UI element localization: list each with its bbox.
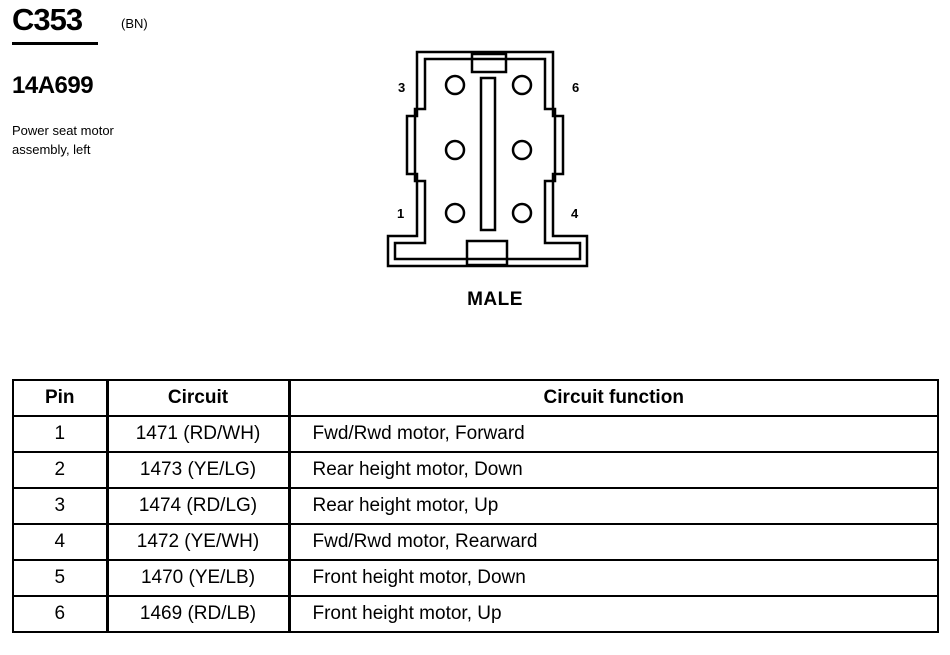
table-row: 5 1470 (YE/LB) Front height motor, Down [12,559,939,597]
pin-5-cavity [511,139,533,161]
pin-label-bottom-left: 1 [397,206,404,221]
housing-inner-outline [393,57,582,261]
circuit-cell: 1474 (RD/LG) [106,487,291,525]
description-line: Power seat motor [12,123,114,138]
connector-gender-label: MALE [467,289,523,310]
pin-label-bottom-right: 4 [571,206,579,221]
header-circuit: Circuit [106,379,291,417]
header-pin: Pin [12,379,109,417]
table-row: 3 1474 (RD/LG) Rear height motor, Up [12,487,939,525]
function-cell: Front height motor, Down [288,559,939,597]
pin-cell: 2 [12,451,109,489]
center-divider-rib [479,76,497,232]
top-key-tab [470,52,508,74]
pin-1-cavity [444,202,466,224]
table-header-row: Pin Circuit Circuit function [12,379,939,417]
connector-id-underline [12,42,98,45]
pin-cell: 4 [12,523,109,561]
connector-color: (BN) [121,16,148,31]
circuit-cell: 1469 (RD/LB) [106,595,291,633]
function-cell: Front height motor, Up [288,595,939,633]
housing-outer-outline [386,50,589,268]
pin-2-cavity [444,139,466,161]
pin-circuit-table: Pin Circuit Circuit function 1 1471 (RD/… [12,379,939,633]
function-cell: Rear height motor, Down [288,451,939,489]
table-row: 4 1472 (YE/WH) Fwd/Rwd motor, Rearward [12,523,939,561]
circuit-cell: 1470 (YE/LB) [106,559,291,597]
connector-description: Power seat motor assembly, left [12,121,212,159]
pin-label-top-left: 3 [398,80,405,95]
pin-cell: 3 [12,487,109,525]
function-cell: Fwd/Rwd motor, Rearward [288,523,939,561]
description-line: assembly, left [12,142,91,157]
circuit-cell: 1472 (YE/WH) [106,523,291,561]
part-number: 14A699 [12,72,94,99]
circuit-cell: 1473 (YE/LG) [106,451,291,489]
pin-cell: 1 [12,415,109,453]
function-cell: Fwd/Rwd motor, Forward [288,415,939,453]
table-row: 2 1473 (YE/LG) Rear height motor, Down [12,451,939,489]
pin-cell: 5 [12,559,109,597]
pin-4-cavity [511,202,533,224]
connector-id: C353 [12,2,83,37]
table-row: 1 1471 (RD/WH) Fwd/Rwd motor, Forward [12,415,939,453]
header-circuit-function: Circuit function [288,379,939,417]
pin-3-cavity [444,74,466,96]
pin-6-cavity [511,74,533,96]
pin-label-top-right: 6 [572,80,579,95]
function-cell: Rear height motor, Up [288,487,939,525]
table-row: 6 1469 (RD/LB) Front height motor, Up [12,595,939,633]
connector-face-diagram: 3 6 1 4 [386,50,589,268]
pin-cell: 6 [12,595,109,633]
circuit-cell: 1471 (RD/WH) [106,415,291,453]
bottom-key-tab [465,239,509,267]
